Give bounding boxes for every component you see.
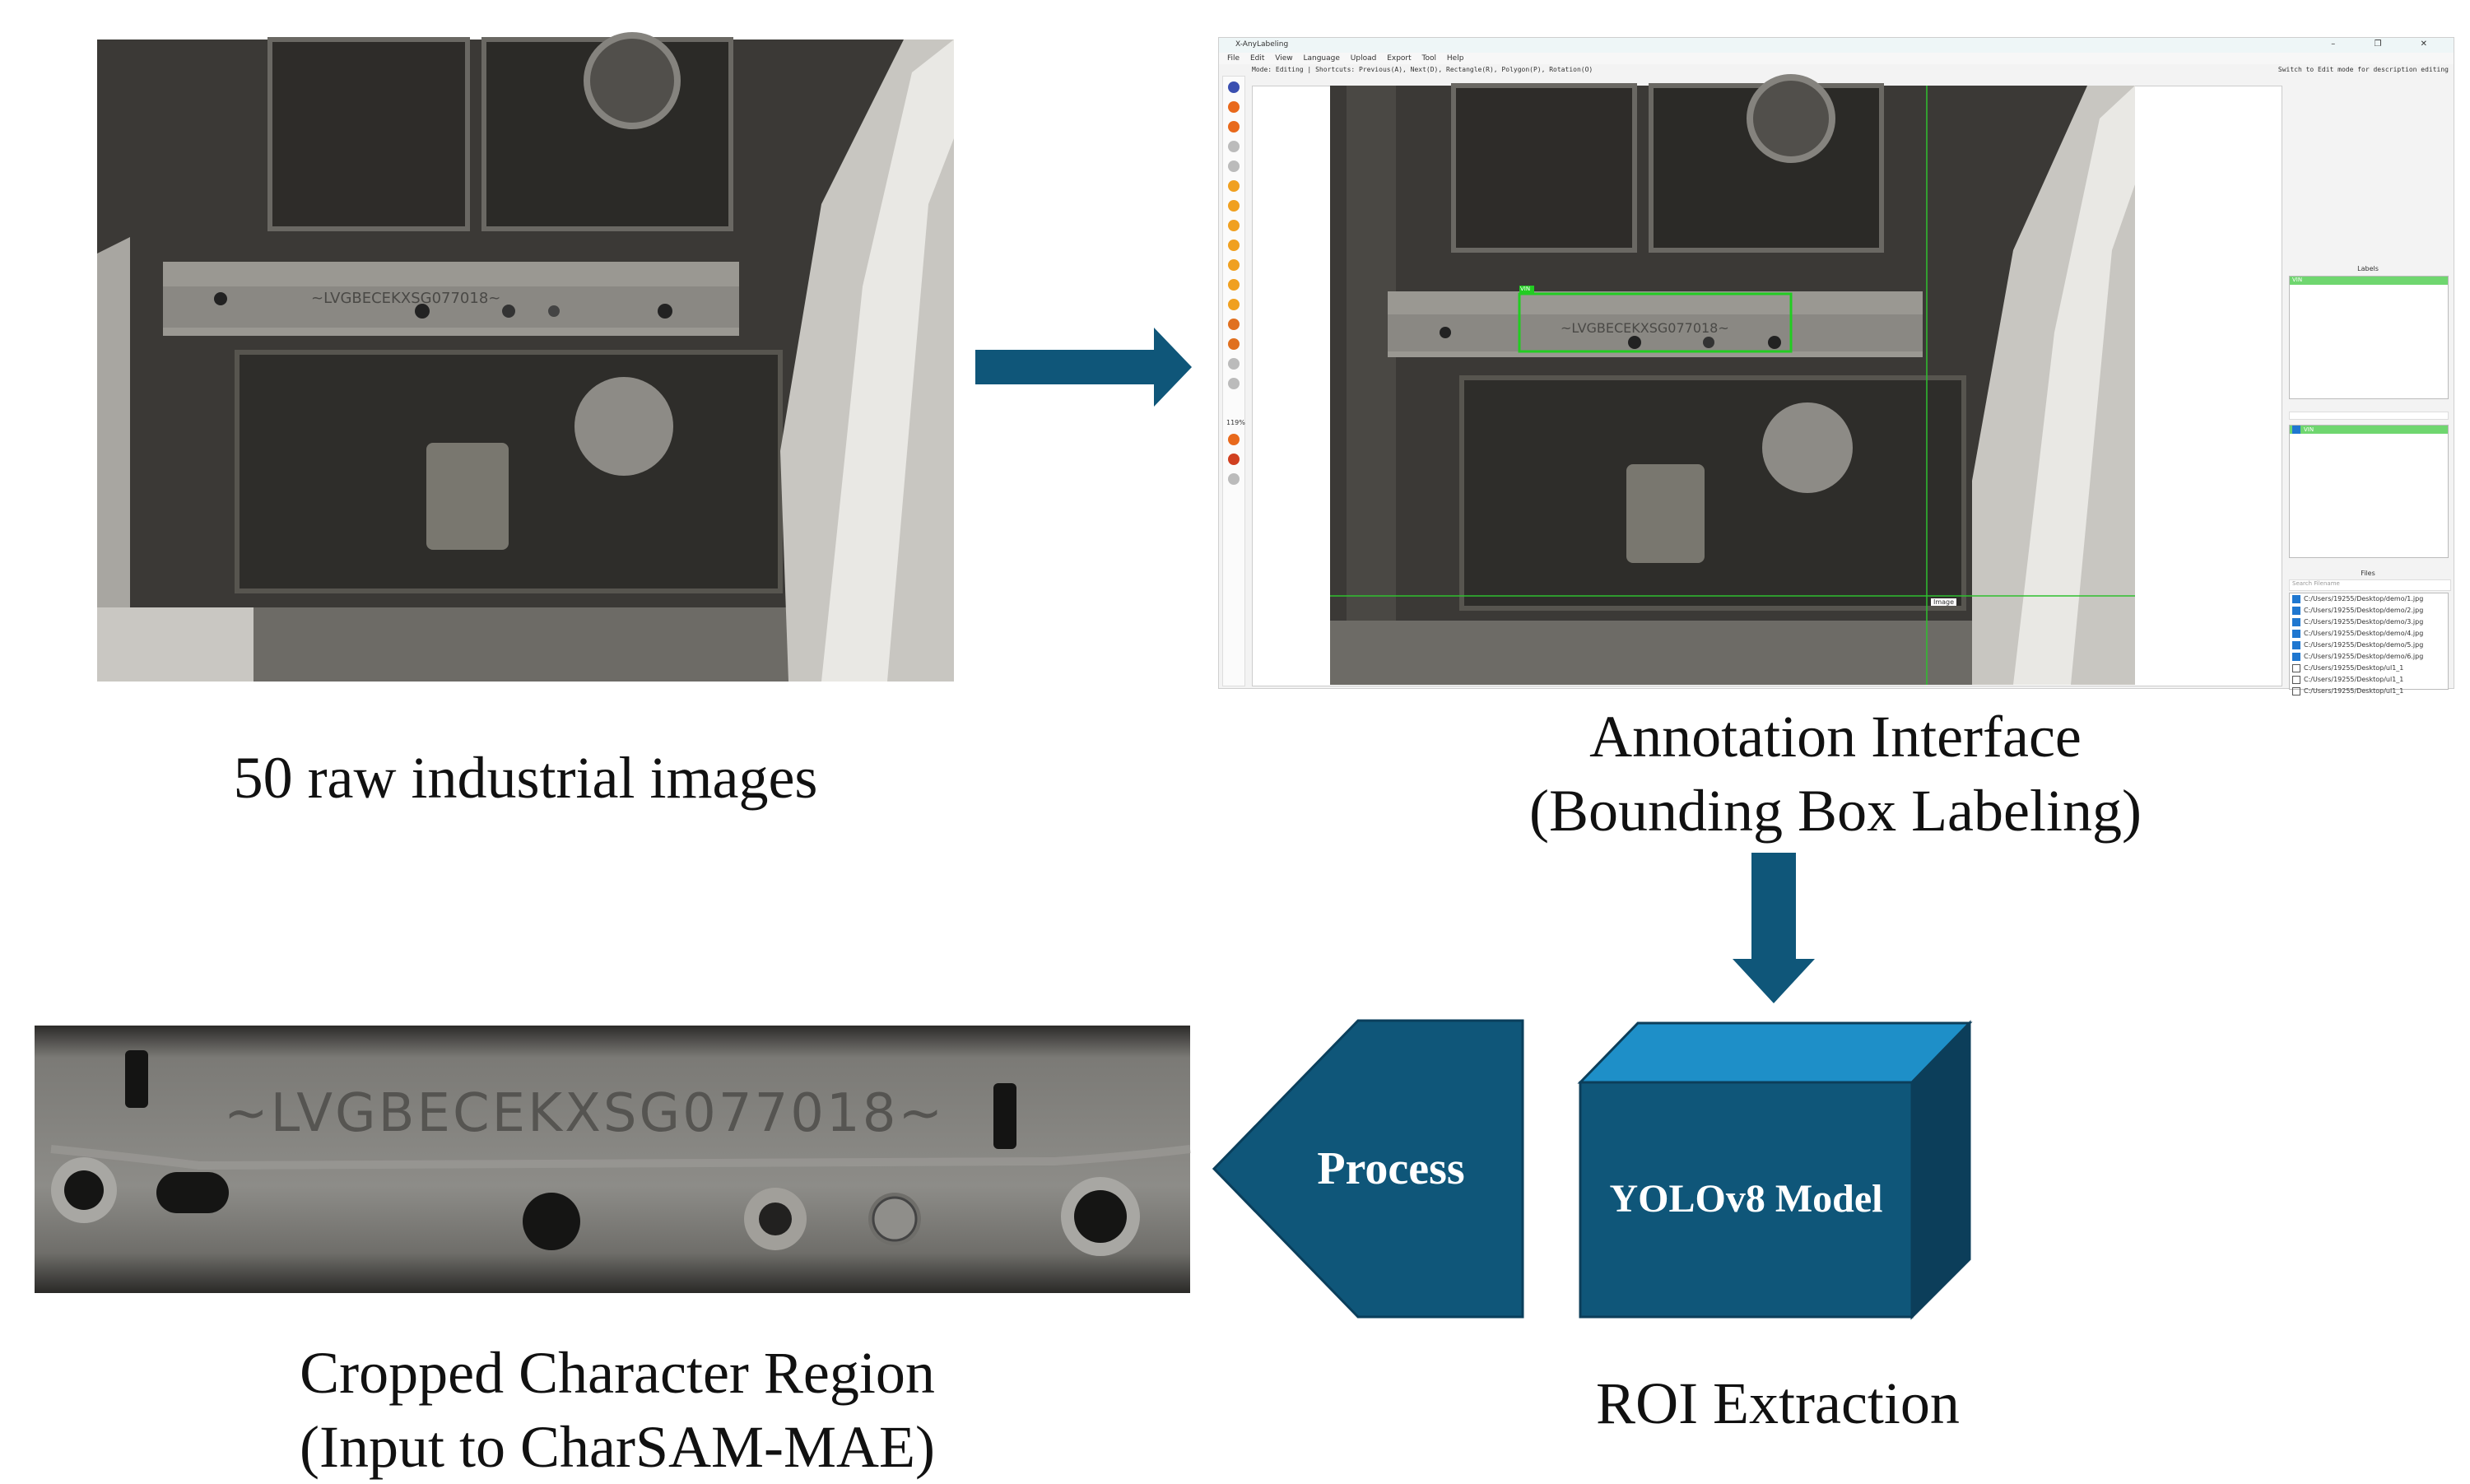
svg-text:~LVGBECEKXSG077018~: ~LVGBECEKXSG077018~ — [311, 290, 500, 307]
tool-icon-lower-2[interactable] — [1228, 454, 1240, 465]
svg-text:~LVGBECEKXSG077018~: ~LVGBECEKXSG077018~ — [1561, 320, 1729, 336]
tool-icon-9[interactable] — [1228, 240, 1240, 251]
cropped-character-region: ~LVGBECEKXSG077018~ — [35, 1026, 1191, 1293]
down-arrow — [1733, 853, 1815, 1003]
tool-icon-11[interactable] — [1228, 279, 1240, 291]
cropped-caption-line1: Cropped Character Region — [300, 1340, 935, 1406]
zoom-level: 119% — [1226, 419, 1245, 426]
labels-header: Labels — [2357, 265, 2379, 272]
label-instance-list[interactable]: VIN — [2289, 425, 2449, 558]
mode-bar: Mode: Editing | Shortcuts: Previous(A), … — [1252, 66, 1593, 73]
file-row[interactable]: C:/Users/19255/Desktop/demo/2.jpg — [2290, 605, 2448, 616]
file-checkbox[interactable] — [2292, 606, 2300, 615]
file-row[interactable]: C:/Users/19255/Desktop/demo/1.jpg — [2290, 593, 2448, 605]
model-label: YOLOv8 Model — [1609, 1177, 1883, 1221]
roi-extraction-caption: ROI Extraction — [1596, 1370, 1960, 1436]
tool-icon-1[interactable] — [1228, 81, 1240, 93]
vin-text: ~LVGBECEKXSG077018~ — [224, 1083, 946, 1144]
file-checkbox[interactable] — [2292, 675, 2300, 684]
menu-view[interactable]: View — [1275, 54, 1293, 63]
file-row[interactable]: C:/Users/19255/Desktop/ul1_1 — [2290, 686, 2448, 697]
file-row[interactable]: C:/Users/19255/Desktop/ul1_1 — [2290, 663, 2448, 674]
file-checkbox[interactable] — [2292, 663, 2300, 672]
file-checkbox[interactable] — [2292, 652, 2300, 661]
instance-item-vin[interactable]: VIN — [2290, 426, 2448, 434]
file-checkbox[interactable] — [2292, 594, 2300, 603]
menu-upload[interactable]: Upload — [1350, 54, 1377, 63]
file-row[interactable]: C:/Users/19255/Desktop/demo/4.jpg — [2290, 628, 2448, 640]
tool-icon-6[interactable] — [1228, 180, 1240, 192]
label-filter[interactable] — [2289, 412, 2449, 420]
file-row[interactable]: C:/Users/19255/Desktop/demo/3.jpg — [2290, 616, 2448, 628]
file-name: C:/Users/19255/Desktop/ul1_1 — [2304, 676, 2404, 683]
tool-icon-8[interactable] — [1228, 220, 1240, 231]
tool-icon-lower-3[interactable] — [1228, 473, 1240, 485]
canvas-image[interactable]: ~LVGBECEKXSG077018~ VIN Image — [1330, 74, 2135, 685]
tool-icon-lower-1[interactable] — [1228, 434, 1240, 445]
vin-bounding-box — [1518, 292, 1793, 353]
window-controls[interactable]: – ❐ ✕ — [2331, 40, 2445, 49]
tool-icon-5[interactable] — [1228, 160, 1240, 172]
right-panel: Labels VIN VIN Files Search Filename C:/… — [2286, 76, 2451, 695]
box-label: VIN — [1520, 286, 1531, 292]
instance-label: VIN — [2304, 426, 2314, 433]
process-label: Process — [1317, 1143, 1465, 1194]
right-arrow — [975, 328, 1192, 407]
file-row[interactable]: C:/Users/19255/Desktop/demo/5.jpg — [2290, 640, 2448, 651]
annotation-interface-screenshot: X-AnyLabeling – ❐ ✕ File Edit View Langu… — [1218, 37, 2454, 695]
cropped-caption-line2: (Input to CharSAM-MAE) — [300, 1414, 935, 1480]
file-search-input[interactable]: Search Filename — [2289, 579, 2451, 591]
file-name: C:/Users/19255/Desktop/demo/3.jpg — [2304, 618, 2424, 626]
model-cube-top — [1577, 1021, 1973, 1084]
window-title: X-AnyLabeling — [1235, 40, 1289, 49]
menu-bar: File Edit View Language Upload Export To… — [1219, 53, 2454, 64]
window-titlebar: X-AnyLabeling – ❐ ✕ — [1219, 38, 2454, 53]
file-name: C:/Users/19255/Desktop/demo/4.jpg — [2304, 630, 2424, 637]
file-name: C:/Users/19255/Desktop/demo/5.jpg — [2304, 641, 2424, 649]
menu-file[interactable]: File — [1227, 54, 1240, 63]
raw-images-caption: 50 raw industrial images — [233, 745, 818, 811]
file-row[interactable]: C:/Users/19255/Desktop/ul1_1 — [2290, 674, 2448, 686]
menu-tool[interactable]: Tool — [1421, 54, 1437, 63]
menu-export[interactable]: Export — [1387, 54, 1412, 63]
file-checkbox[interactable] — [2292, 629, 2300, 638]
raw-industrial-image: ~LVGBECEKXSG077018~ — [97, 32, 954, 682]
model-cube-front — [1579, 1081, 1914, 1319]
tool-icon-10[interactable] — [1228, 259, 1240, 271]
tool-icon-3[interactable] — [1228, 121, 1240, 133]
file-row[interactable]: C:/Users/19255/Desktop/demo/6.jpg — [2290, 651, 2448, 663]
file-checkbox[interactable] — [2292, 640, 2300, 649]
menu-edit[interactable]: Edit — [1249, 54, 1265, 63]
tool-icon-7[interactable] — [1228, 200, 1240, 212]
image-tooltip: Image — [1931, 598, 1957, 606]
menu-help[interactable]: Help — [1446, 54, 1464, 63]
tool-icon-12[interactable] — [1228, 299, 1240, 310]
tool-icon-2[interactable] — [1228, 101, 1240, 113]
labels-list[interactable]: VIN — [2289, 276, 2449, 399]
file-name: C:/Users/19255/Desktop/demo/2.jpg — [2304, 607, 2424, 614]
file-name: C:/Users/19255/Desktop/ul1_1 — [2304, 664, 2404, 672]
file-checkbox[interactable] — [2292, 686, 2300, 695]
tool-icon-15[interactable] — [1228, 358, 1240, 370]
file-checkbox[interactable] — [2292, 617, 2300, 626]
tool-icon-13[interactable] — [1228, 319, 1240, 330]
annotation-caption-line2: (Bounding Box Labeling) — [1529, 778, 2142, 844]
annotation-caption-line1: Annotation Interface — [1589, 704, 2082, 770]
label-item-vin[interactable]: VIN — [2290, 277, 2448, 285]
files-header: Files — [2361, 570, 2375, 577]
file-name: C:/Users/19255/Desktop/demo/1.jpg — [2304, 595, 2424, 602]
process-arrow — [1212, 1019, 1524, 1319]
menu-language[interactable]: Language — [1303, 54, 1340, 63]
tool-sidebar: 119% — [1222, 76, 1245, 686]
file-name: C:/Users/19255/Desktop/ul1_1 — [2304, 687, 2404, 695]
edit-hint: Switch to Edit mode for description edit… — [2277, 66, 2449, 73]
instance-checkbox[interactable] — [2292, 426, 2300, 434]
tool-icon-14[interactable] — [1228, 338, 1240, 350]
tool-icon-16[interactable] — [1228, 378, 1240, 389]
file-name: C:/Users/19255/Desktop/demo/6.jpg — [2304, 653, 2424, 660]
tool-icon-4[interactable] — [1228, 141, 1240, 152]
